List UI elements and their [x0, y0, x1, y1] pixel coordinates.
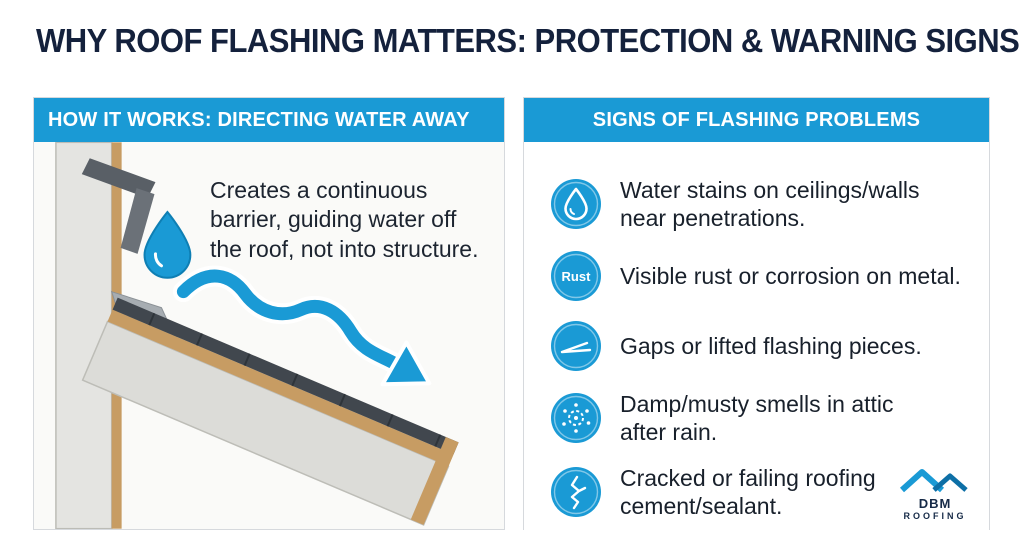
counter-flashing	[81, 158, 156, 199]
roof-underlayment	[107, 309, 454, 467]
sign-item-gaps: Gaps or lifted flashing pieces.	[550, 320, 975, 372]
shingle-joints	[148, 312, 442, 447]
panels: HOW IT WORKS: DIRECTING WATER AWAY	[33, 97, 990, 531]
lifted-flashing-icon	[550, 320, 602, 372]
sign-item-water-stains: Water stains on ceilings/walls near pene…	[550, 176, 975, 232]
sign-text: Cracked or failing roofing cement/sealan…	[620, 465, 876, 520]
sign-item-rust: Rust Visible rust or corrosion on metal.	[550, 250, 975, 302]
flow-arrow	[176, 269, 401, 370]
roof-shingles	[112, 297, 459, 455]
water-drop-icon	[550, 178, 602, 230]
how-it-works-panel: HOW IT WORKS: DIRECTING WATER AWAY	[33, 97, 505, 530]
flashing-diagram-area: Creates a continuous barrier, guiding wa…	[34, 142, 504, 529]
cracked-sealant-icon	[550, 466, 602, 518]
roof-edge	[410, 436, 459, 525]
how-it-works-header: HOW IT WORKS: DIRECTING WATER AWAY	[34, 98, 504, 142]
sign-text: Visible rust or corrosion on metal.	[620, 263, 961, 290]
flow-arrowhead	[380, 340, 432, 387]
dbm-roofing-logo: DBM ROOFING	[893, 465, 977, 521]
signs-list: Water stains on ceilings/walls near pene…	[524, 142, 989, 531]
logo-subname: ROOFING	[903, 511, 967, 521]
rust-icon: Rust	[550, 250, 602, 302]
diagram-caption: Creates a continuous barrier, guiding wa…	[210, 177, 479, 262]
roof-logo-icon	[899, 469, 968, 493]
logo-name: DBM	[918, 496, 952, 511]
sign-item-cracked: Cracked or failing roofing cement/sealan…	[550, 464, 975, 520]
signs-panel: SIGNS OF FLASHING PROBLEMS Water stains …	[523, 97, 990, 531]
signs-header: SIGNS OF FLASHING PROBLEMS	[524, 98, 989, 142]
sign-item-musty: Damp/musty smells in attic after rain.	[550, 390, 975, 446]
sign-text: Gaps or lifted flashing pieces.	[620, 333, 922, 360]
sign-text: Water stains on ceilings/walls near pene…	[620, 177, 920, 232]
page-title: WHY ROOF FLASHING MATTERS: PROTECTION & …	[36, 22, 1020, 60]
water-drop-highlight	[153, 252, 163, 268]
counter-flashing-leg	[120, 188, 155, 254]
musty-smell-icon	[550, 392, 602, 444]
water-drop	[143, 210, 192, 279]
sign-text: Damp/musty smells in attic after rain.	[620, 391, 894, 446]
flashing-diagram	[55, 142, 459, 529]
svg-text:Rust: Rust	[562, 269, 592, 284]
roof-slope	[81, 297, 459, 526]
